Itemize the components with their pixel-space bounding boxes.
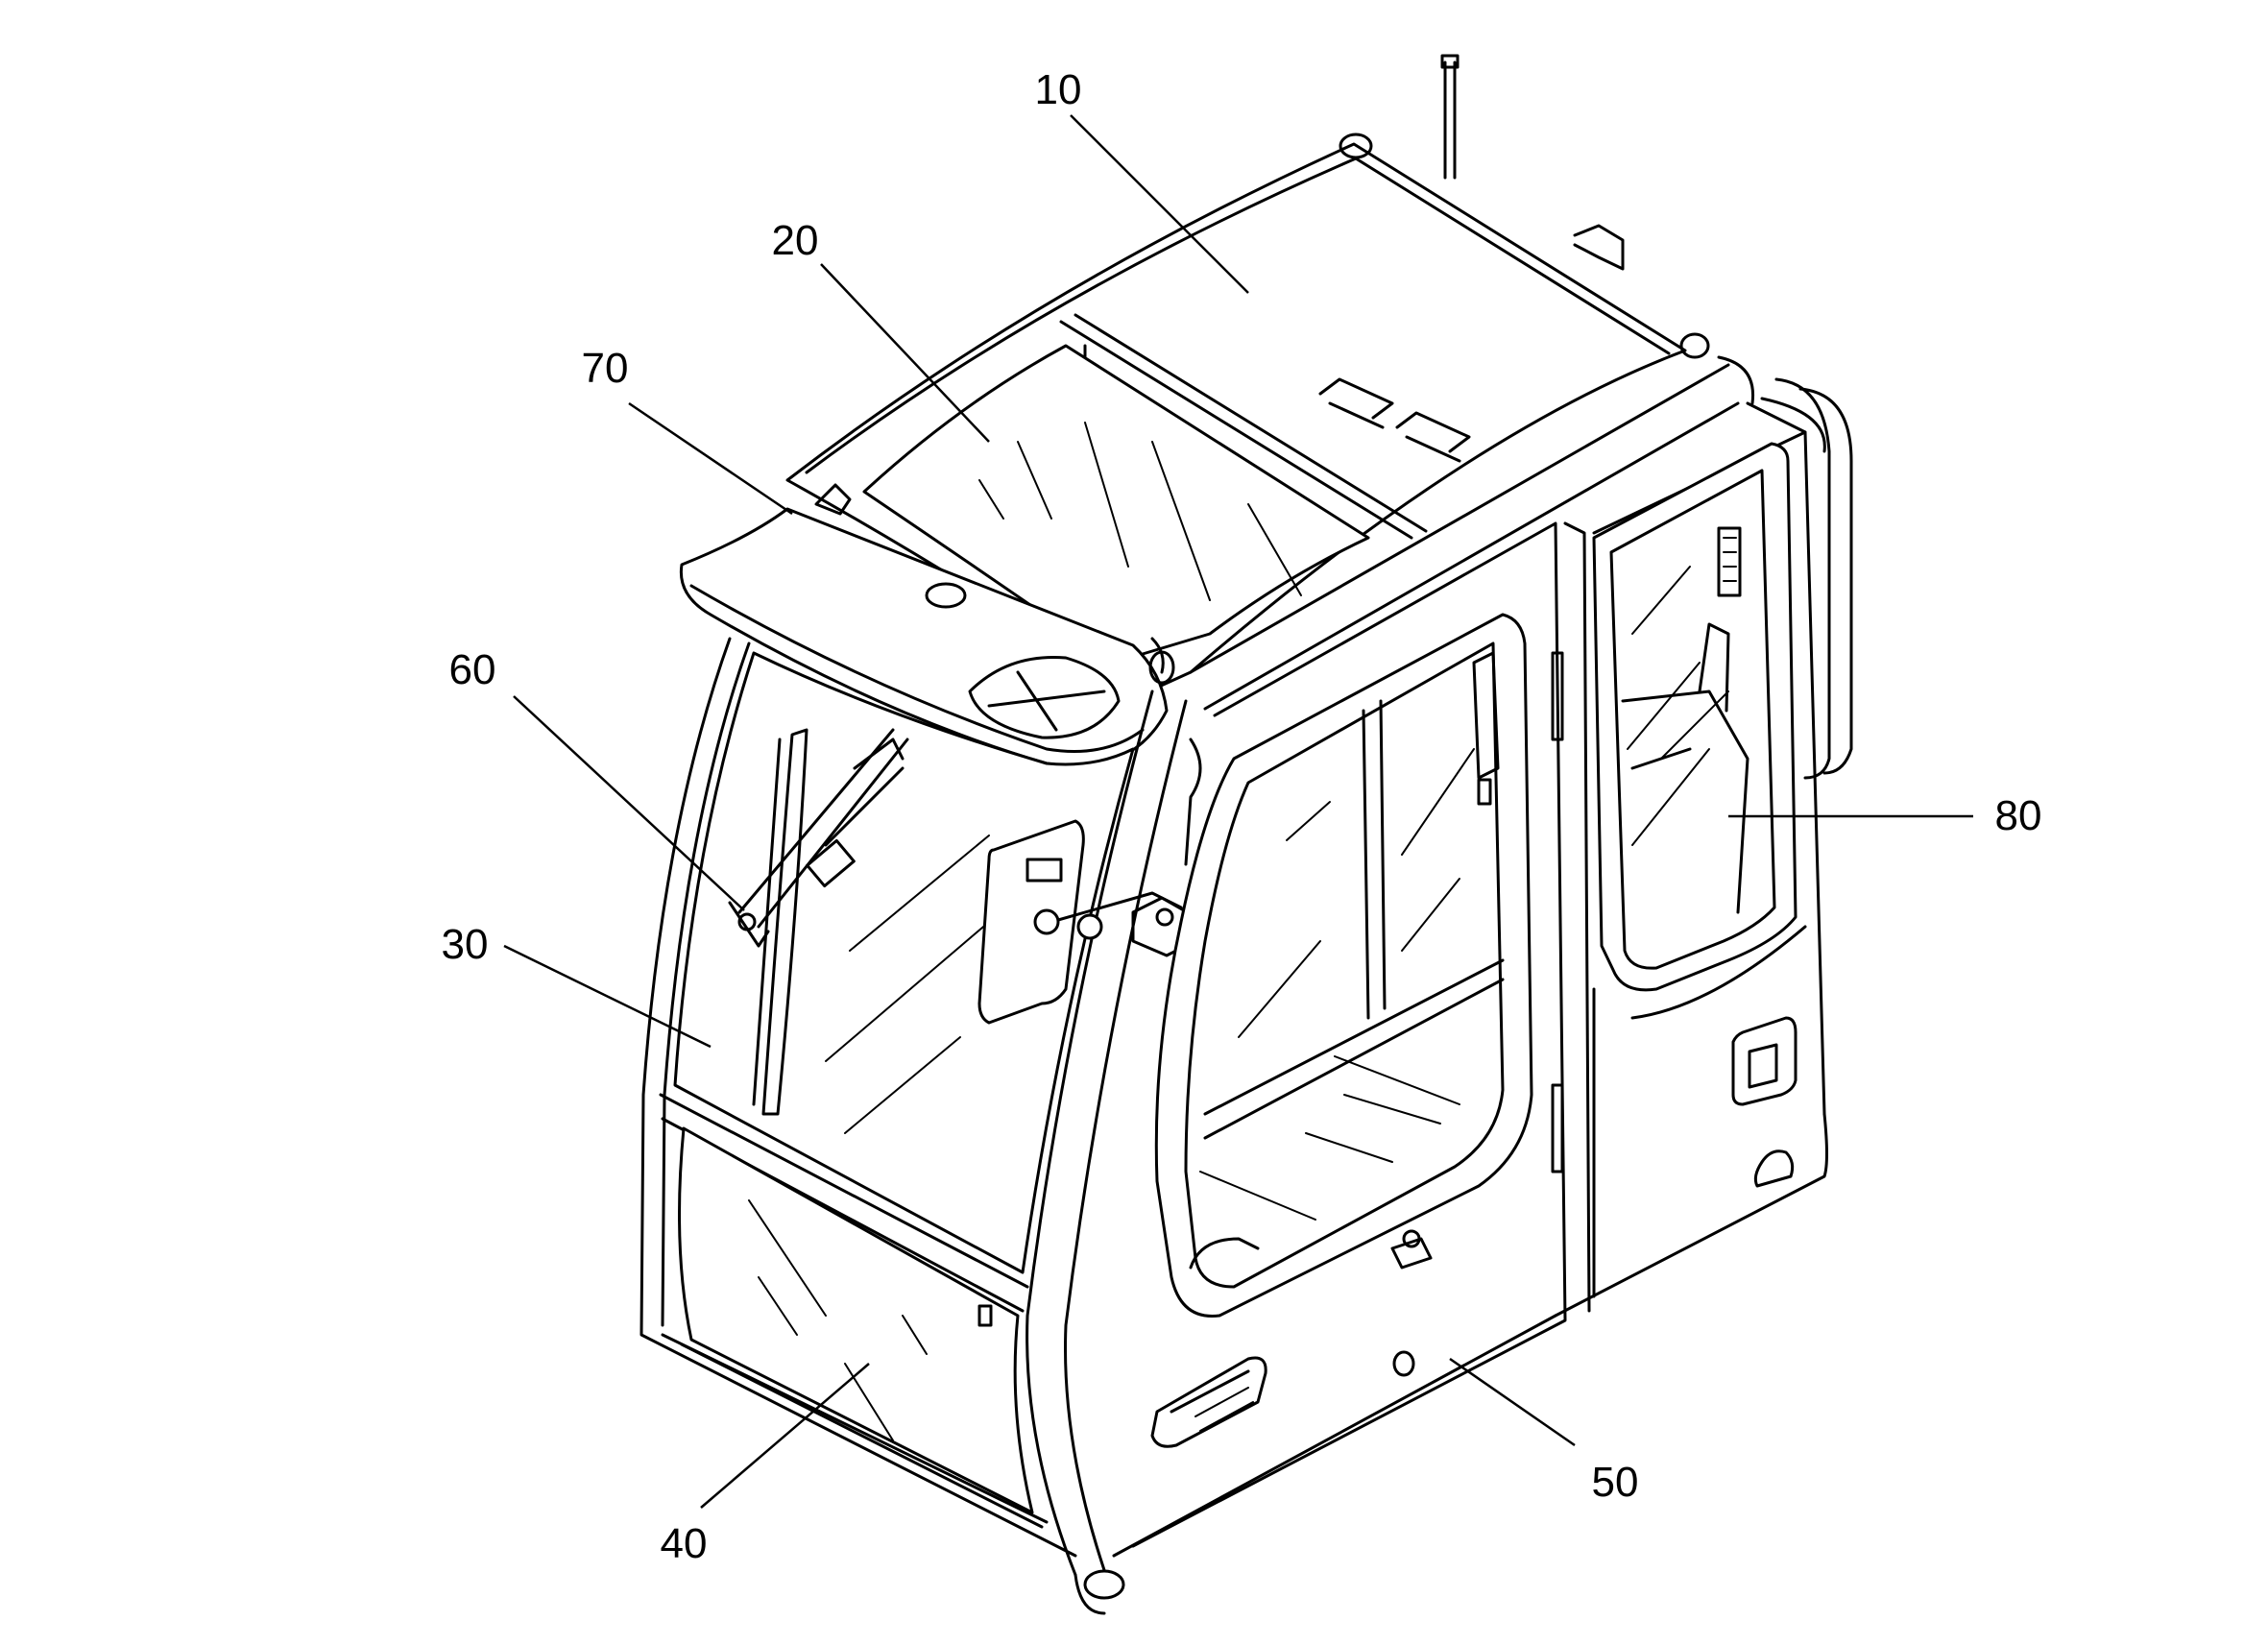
- callout-rear-side-window: 80: [1995, 792, 2042, 839]
- callout-roof-window: 20: [772, 217, 819, 264]
- leader-30: [503, 944, 712, 1049]
- callout-sun-visor: 70: [582, 345, 629, 392]
- leader-70: [628, 401, 793, 516]
- roof-window-glass: [862, 344, 1370, 665]
- callout-front-upper-window: 30: [442, 921, 489, 968]
- left-mirror: [977, 819, 1183, 1025]
- callout-front-lower-window: 40: [661, 1520, 708, 1567]
- rear-lower-panel: [1592, 925, 1807, 1298]
- leader-50: [1449, 1357, 1576, 1447]
- front-lower-window-glass: [678, 1126, 1034, 1514]
- cab-frame: [639, 355, 1853, 1615]
- rear-side-window-glass: [1592, 430, 1807, 992]
- callout-labels: 10 20 30 40 50 60 70 80: [442, 66, 2042, 1567]
- leader-20: [820, 263, 990, 443]
- callout-roof: 10: [1035, 66, 1082, 113]
- callout-wiper: 60: [449, 646, 496, 693]
- leader-60: [513, 695, 745, 911]
- leader-40: [700, 1363, 870, 1509]
- wiper-assembly: [728, 728, 909, 1116]
- leader-lines: [503, 114, 1973, 1509]
- door-panel: [1131, 521, 1591, 1548]
- callout-door: 50: [1592, 1459, 1639, 1506]
- leader-10: [1070, 114, 1249, 294]
